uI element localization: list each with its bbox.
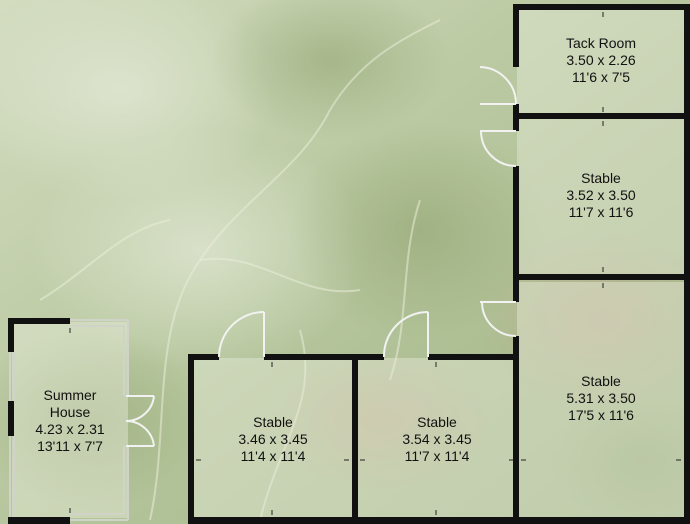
stable-middle-door — [382, 311, 429, 358]
room-metric: 4.23 x 2.31 — [35, 421, 105, 437]
room-metric: 3.54 x 3.45 — [402, 431, 472, 447]
room-name: Stable — [253, 414, 293, 430]
summer-house-door — [125, 395, 155, 447]
room-imperial: 11'4 x 11'4 — [240, 448, 306, 464]
room-imperial: 11'7 x 11'6 — [568, 204, 634, 220]
walls — [8, 4, 690, 524]
dimension-ticks — [69, 12, 681, 515]
room-name: Stable — [581, 373, 621, 389]
room-imperial: 17'5 x 11'6 — [568, 407, 634, 423]
stable-right-label: Stable 5.31 x 3.50 17'5 x 11'6 — [548, 373, 654, 424]
stable-left-door — [218, 311, 265, 358]
stable-middle-label: Stable 3.54 x 3.45 11'7 x 11'4 — [384, 414, 490, 465]
room-metric: 3.46 x 3.45 — [238, 431, 308, 447]
stable-left-label: Stable 3.46 x 3.45 11'4 x 11'4 — [220, 414, 326, 465]
room-name-line1: Summer — [43, 387, 97, 403]
summer-house-glazing — [9, 319, 129, 521]
stable-right-door — [480, 301, 517, 337]
tack-room-label: Tack Room 3.50 x 2.26 11'6 x 7'5 — [548, 35, 654, 86]
room-imperial: 11'6 x 7'5 — [571, 69, 631, 85]
stable-upper-label: Stable 3.52 x 3.50 11'7 x 11'6 — [548, 170, 654, 221]
room-metric: 3.50 x 2.26 — [566, 52, 636, 68]
room-name: Stable — [417, 414, 457, 430]
summer-house-label: Summer House 4.23 x 2.31 13'11 x 7'7 — [18, 387, 122, 455]
room-name-line2: House — [49, 404, 91, 420]
room-floors — [12, 8, 685, 518]
room-imperial: 13'11 x 7'7 — [37, 438, 103, 454]
room-name: Stable — [581, 170, 621, 186]
doors — [125, 66, 517, 447]
room-imperial: 11'7 x 11'4 — [404, 448, 470, 464]
stable-upper-door — [480, 130, 517, 167]
room-metric: 5.31 x 3.50 — [566, 390, 636, 406]
room-name: Tack Room — [565, 35, 637, 51]
tack-room-door — [479, 66, 517, 105]
room-metric: 3.52 x 3.50 — [566, 187, 636, 203]
